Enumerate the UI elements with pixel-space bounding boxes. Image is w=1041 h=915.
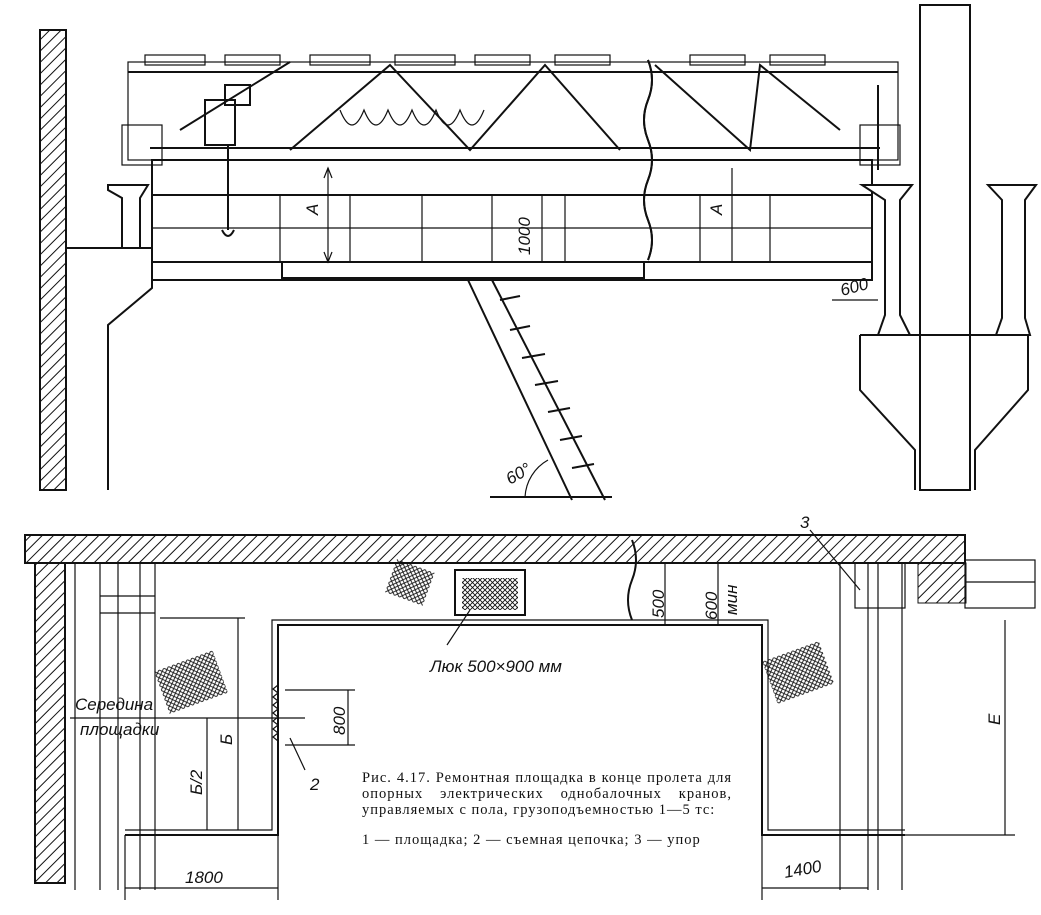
- left-wall-plan: [34, 562, 66, 884]
- dim-e: Е: [985, 713, 1004, 725]
- platform-plan: 2 3 Люк 500×900 мм 500 600 мин Середина …: [24, 513, 1036, 900]
- dim-800: 800: [330, 706, 349, 735]
- truss-diagonals: [289, 63, 841, 153]
- dim-500: 500: [649, 589, 668, 618]
- caption-text: Рис. 4.17. Ремонтная площадка в конце пр…: [362, 770, 732, 818]
- middle-label-2: площадки: [80, 720, 160, 739]
- item-2-label: 2: [309, 775, 320, 794]
- angle-label: 60°: [503, 459, 535, 488]
- crane-girder: [151, 159, 873, 281]
- right-column: [919, 4, 971, 491]
- removable-chain: [272, 684, 279, 742]
- platform-outline: [125, 624, 905, 836]
- right-end-carriage: [859, 124, 901, 166]
- dim-min: мин: [722, 584, 741, 615]
- dim-1000: 1000: [515, 217, 534, 255]
- mesh-right: [762, 641, 835, 704]
- hatch-label: Люк 500×900 мм: [429, 657, 562, 676]
- left-rail-beam: [107, 184, 150, 249]
- item-3-label: 3: [800, 513, 810, 532]
- dim-600-min: 600: [702, 591, 721, 620]
- break-line: [643, 59, 653, 261]
- mesh-top: [385, 559, 435, 606]
- dim-1400: 1400: [782, 857, 823, 882]
- caption-legend: 1 — площадка; 2 — съемная цепочка; 3 — у…: [362, 832, 701, 848]
- middle-label-1: Середина: [75, 695, 153, 714]
- ceiling-slab: [24, 534, 966, 564]
- crane-elevation: A 1000 A 60° 600: [39, 4, 1038, 501]
- dim-b2: Б/2: [187, 769, 206, 795]
- right-rail-beam: [858, 184, 915, 336]
- right-column-footing: [859, 334, 1029, 490]
- hoist: [179, 61, 291, 146]
- dim-1800: 1800: [185, 868, 223, 887]
- left-end-carriage: [121, 124, 163, 166]
- hatch-opening: [454, 569, 526, 616]
- dim-a-left: A: [303, 204, 322, 216]
- far-rail-beam: [985, 184, 1038, 336]
- dim-a-right: A: [707, 204, 726, 216]
- access-ladder: [467, 279, 606, 501]
- left-corbel: [66, 247, 153, 490]
- left-wall: [39, 29, 67, 491]
- dim-b: Б: [217, 734, 236, 745]
- mesh-left: [154, 650, 228, 714]
- plan-break-line: [627, 539, 637, 621]
- platform-floor: [281, 261, 645, 279]
- figure-caption: Рис. 4.17. Ремонтная площадка в конце пр…: [362, 770, 732, 848]
